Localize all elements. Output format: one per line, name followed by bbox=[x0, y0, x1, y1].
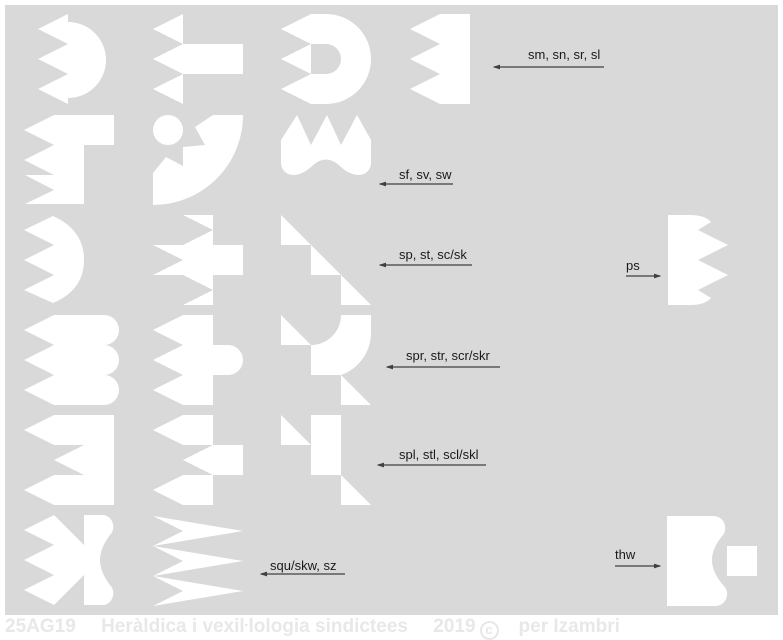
glyph-sv bbox=[153, 115, 243, 205]
glyph-st bbox=[153, 215, 243, 305]
glyph-sc bbox=[281, 215, 371, 305]
footer-title: Heràldica i vexiŀlologia sindictees bbox=[101, 616, 408, 637]
glyph-sm bbox=[38, 14, 106, 104]
glyph-sp bbox=[24, 216, 84, 303]
glyph-sl bbox=[410, 14, 470, 104]
glyph-sw bbox=[281, 115, 371, 175]
glyph-squ bbox=[24, 515, 114, 605]
glyph-ps bbox=[668, 215, 728, 305]
glyph-scr bbox=[281, 315, 372, 405]
arrows bbox=[259, 64, 662, 577]
glyph-spr bbox=[24, 315, 119, 405]
glyph-sf bbox=[24, 115, 114, 204]
glyph-sv-dot bbox=[153, 115, 183, 145]
label-ps: ps bbox=[626, 258, 640, 273]
copyright-icon: c bbox=[479, 621, 499, 640]
footer-author: per Izambri bbox=[518, 616, 620, 637]
glyph-stl bbox=[153, 415, 243, 505]
glyph-scl bbox=[281, 415, 371, 505]
glyph-thw bbox=[667, 516, 757, 607]
glyph-sn bbox=[153, 14, 243, 104]
diagram-panel bbox=[5, 5, 778, 615]
glyph-sr bbox=[281, 14, 371, 104]
label-row6: squ/skw, sz bbox=[270, 558, 337, 573]
glyph-str bbox=[153, 315, 243, 405]
label-row2: sf, sv, sw bbox=[399, 167, 452, 182]
label-row3: sp, st, sc/sk bbox=[399, 247, 467, 262]
glyph-spl bbox=[24, 415, 114, 505]
footer: 25AG19 Heràldica i vexiŀlologia sindicte… bbox=[5, 616, 640, 640]
glyph-sz bbox=[153, 516, 243, 606]
label-row4: spr, str, scr/skr bbox=[406, 348, 490, 363]
footer-code: 25AG19 bbox=[5, 616, 76, 637]
label-thw: thw bbox=[615, 547, 636, 562]
footer-year: 2019 bbox=[433, 616, 476, 637]
label-row1: sm, sn, sr, sl bbox=[528, 47, 601, 62]
label-row5: spl, stl, scl/skl bbox=[399, 447, 479, 462]
